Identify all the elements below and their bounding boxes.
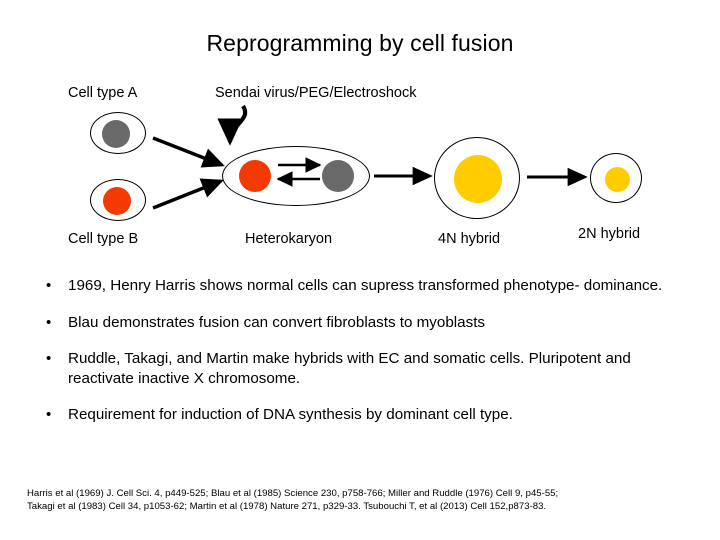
citation-line-2: Takagi et al (1983) Cell 34, p1053-62; M…	[27, 501, 547, 512]
bullet-marker: •	[46, 277, 52, 294]
label-heterokaryon: Heterokaryon	[245, 231, 333, 247]
label-cell-type-b: Cell type B	[68, 231, 139, 247]
arrow-b-to-heterokaryon	[152, 178, 224, 210]
diagram-arrows	[152, 104, 588, 210]
list-item-text: 1969, Henry Harris shows normal cells ca…	[68, 277, 663, 294]
cell-type-b-membrane	[90, 179, 146, 221]
bullet-marker: •	[46, 350, 52, 367]
arrow-a-to-heterokaryon	[152, 136, 225, 168]
list-item-text: Requirement for induction of DNA synthes…	[68, 406, 513, 423]
label-hybrid-4n: 4N hybrid	[438, 231, 501, 247]
list-item: • Ruddle, Takagi, and Martin make hybrid…	[38, 349, 688, 388]
bullet-list: • 1969, Henry Harris shows normal cells …	[38, 276, 688, 442]
hybrid-2n-nucleus	[605, 167, 630, 192]
cell-type-a-membrane	[90, 112, 146, 154]
label-treatment: Sendai virus/PEG/Electroshock	[215, 85, 417, 101]
heterokaryon-nucleus-gray	[322, 160, 354, 192]
list-item-text: Ruddle, Takagi, and Martin make hybrids …	[68, 350, 631, 387]
list-item: • 1969, Henry Harris shows normal cells …	[38, 276, 688, 296]
hybrid-2n-membrane	[590, 153, 642, 203]
bullet-marker: •	[46, 313, 52, 331]
hybrid-4n-membrane	[434, 137, 520, 219]
cell-fusion-diagram: Cell type A Sendai virus/PEG/Electroshoc…	[0, 80, 720, 260]
cell-type-a-nucleus	[102, 120, 130, 148]
cell-type-b-nucleus	[103, 187, 131, 215]
citation-line-1: Harris et al (1969) J. Cell Sci. 4, p449…	[27, 488, 559, 499]
citation-footnote: Harris et al (1969) J. Cell Sci. 4, p449…	[27, 487, 707, 513]
list-item: • Requirement for induction of DNA synth…	[38, 405, 688, 425]
list-item-text: Blau demonstrates fusion can convert fib…	[68, 313, 486, 331]
arrow-treatment-curved	[217, 104, 248, 146]
heterokaryon-nucleus-red	[239, 160, 271, 192]
hybrid-4n-nucleus	[454, 155, 502, 203]
heterokaryon-membrane	[222, 146, 370, 206]
label-cell-type-a: Cell type A	[68, 85, 138, 101]
page-title: Reprogramming by cell fusion	[206, 30, 514, 56]
label-hybrid-2n: 2N hybrid	[578, 226, 641, 242]
list-item: • Blau demonstrates fusion can convert f…	[38, 313, 688, 333]
bullet-marker: •	[46, 406, 52, 423]
